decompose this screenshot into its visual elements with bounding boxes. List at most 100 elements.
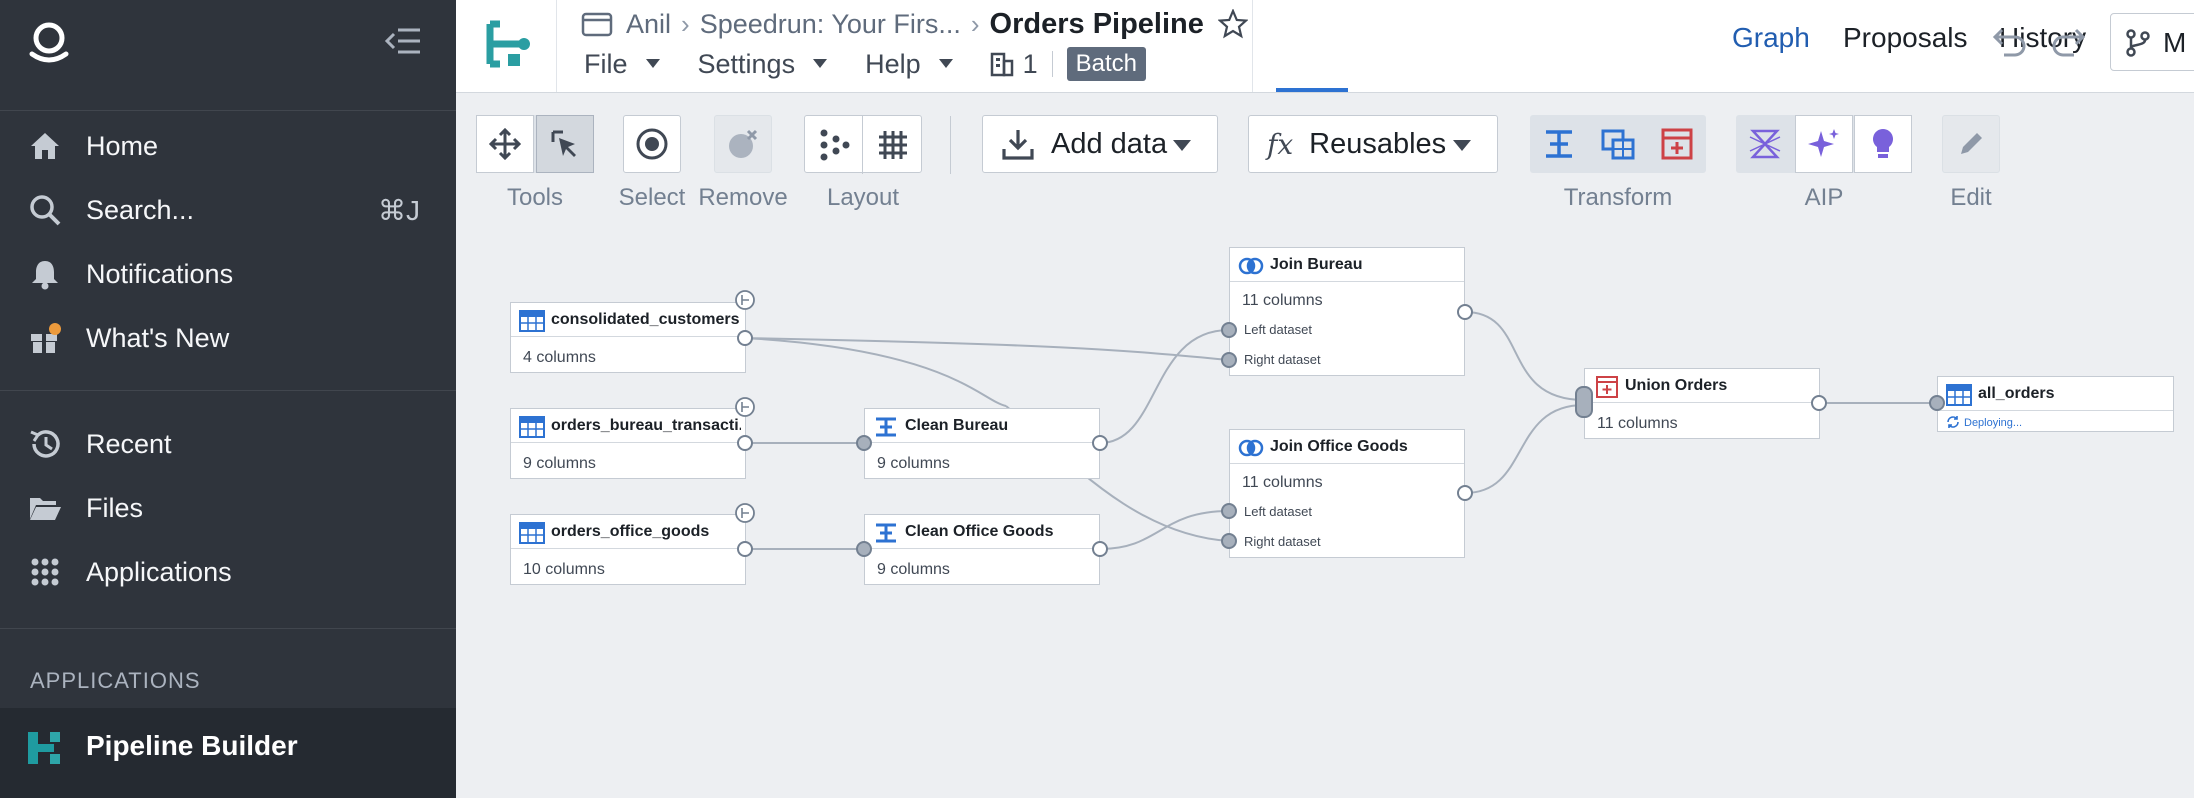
chevron-right-icon: › bbox=[681, 8, 690, 39]
output-node-all-orders[interactable]: all_orders Deploying... bbox=[1937, 376, 2174, 432]
app-header: Anil › Speedrun: Your Firs... › Orders P… bbox=[456, 0, 2194, 93]
caret-down-icon bbox=[1453, 140, 1471, 151]
join-node-join-bureau[interactable]: Join Bureau 11 columns Left dataset Righ… bbox=[1229, 247, 1465, 376]
join-node-join-office-goods[interactable]: Join Office Goods 11 columns Left datase… bbox=[1229, 429, 1465, 558]
target-icon bbox=[636, 128, 668, 160]
pan-tool-button[interactable] bbox=[476, 115, 534, 173]
dataset-table-icon bbox=[1946, 384, 1972, 406]
pipeline-builder-logo-icon[interactable] bbox=[478, 14, 538, 74]
dataset-table-icon bbox=[519, 310, 545, 332]
add-data-button[interactable]: Add data bbox=[982, 115, 1218, 173]
active-tab-indicator bbox=[1276, 88, 1348, 92]
undo-icon[interactable] bbox=[1990, 22, 2030, 62]
remove-button[interactable] bbox=[714, 115, 772, 173]
reusables-label: Reusables bbox=[1309, 127, 1447, 160]
sidebar-item-label: Applications bbox=[86, 556, 232, 587]
edit-button[interactable] bbox=[1942, 115, 2000, 173]
sidebar-divider bbox=[0, 390, 456, 391]
dataset-node-consolidated-customers[interactable]: consolidated_customers 4 columns bbox=[510, 302, 746, 373]
branch-button[interactable]: M bbox=[2110, 13, 2194, 71]
pencil-icon bbox=[1961, 133, 1982, 154]
node-header: Join Office Goods bbox=[1230, 430, 1464, 464]
batch-badge[interactable]: Batch bbox=[1066, 47, 1147, 81]
foundry-logo-icon[interactable] bbox=[28, 20, 70, 66]
menu-bar: File Settings Help 1 Batch bbox=[584, 46, 1147, 82]
transform-node-clean-office-goods[interactable]: Clean Office Goods 9 columns bbox=[864, 514, 1100, 585]
column-count: 11 columns bbox=[1242, 292, 1323, 309]
node-header: Clean Office Goods bbox=[865, 515, 1099, 549]
menu-file[interactable]: File bbox=[584, 49, 660, 80]
column-count: 11 columns bbox=[1242, 474, 1323, 491]
sidebar-item-applications[interactable]: Applications bbox=[0, 544, 456, 600]
sidebar-item-search[interactable]: Search... ⌘J bbox=[0, 182, 456, 238]
home-icon bbox=[28, 130, 62, 162]
dataset-node-orders-bureau[interactable]: orders_bureau_transacti... 9 columns bbox=[510, 408, 746, 479]
node-title: Join Bureau bbox=[1270, 256, 1363, 273]
transform-node-clean-bureau[interactable]: Clean Bureau 9 columns bbox=[864, 408, 1100, 479]
star-icon[interactable] bbox=[1217, 9, 1248, 39]
column-count: 9 columns bbox=[877, 561, 950, 578]
aip-group bbox=[1736, 115, 1912, 173]
header-divider bbox=[556, 0, 557, 92]
sidebar-item-whats-new[interactable]: What's New bbox=[0, 310, 456, 366]
download-icon bbox=[1002, 130, 1034, 160]
node-header: all_orders bbox=[1938, 377, 2173, 411]
breadcrumb-item[interactable]: Speedrun: Your Firs... bbox=[699, 8, 961, 39]
build-count[interactable]: 1 bbox=[989, 49, 1038, 80]
grid-icon bbox=[28, 556, 62, 588]
sidebar-item-label: Search... bbox=[86, 194, 195, 225]
sidebar-item-notifications[interactable]: Notifications bbox=[0, 246, 456, 302]
node-header: consolidated_customers bbox=[511, 303, 745, 337]
union-node-union-orders[interactable]: Union Orders 11 columns bbox=[1584, 368, 1820, 439]
building-icon bbox=[990, 52, 1013, 77]
join-button[interactable] bbox=[1589, 115, 1647, 173]
select-button[interactable] bbox=[623, 115, 681, 173]
node-title: Clean Office Goods bbox=[905, 523, 1054, 540]
redo-icon[interactable] bbox=[2048, 22, 2088, 62]
history-icon bbox=[28, 428, 62, 460]
union-button[interactable] bbox=[1648, 115, 1706, 173]
header-divider bbox=[1252, 0, 1253, 92]
column-count: 9 columns bbox=[877, 455, 950, 472]
tab-graph[interactable]: Graph bbox=[1732, 22, 1810, 53]
sidebar-item-recent[interactable]: Recent bbox=[0, 416, 456, 472]
sidebar-item-home[interactable]: Home bbox=[0, 118, 456, 174]
input-port-label: Left dataset bbox=[1244, 322, 1312, 337]
transform-button[interactable] bbox=[1530, 115, 1588, 173]
lightbulb-icon bbox=[1873, 129, 1893, 158]
collapse-sidebar-icon[interactable] bbox=[384, 24, 424, 58]
transform-icon bbox=[1546, 130, 1572, 158]
tab-proposals[interactable]: Proposals bbox=[1843, 22, 1968, 53]
search-icon bbox=[28, 194, 62, 226]
dataset-table-icon bbox=[519, 416, 545, 438]
aip-explain-button[interactable] bbox=[1854, 115, 1912, 173]
auto-layout-button[interactable] bbox=[805, 116, 863, 174]
caret-down-icon bbox=[1173, 140, 1191, 151]
git-branch-icon bbox=[2126, 29, 2150, 57]
menu-help[interactable]: Help bbox=[865, 49, 953, 80]
remove-label: Remove bbox=[698, 184, 788, 211]
transform-icon bbox=[876, 523, 896, 543]
sidebar-item-label: Home bbox=[86, 130, 159, 161]
sidebar-item-label: Recent bbox=[86, 428, 172, 459]
node-title: all_orders bbox=[1978, 385, 2055, 402]
select-cursor-icon bbox=[551, 130, 576, 157]
aip-generate-button[interactable] bbox=[1736, 115, 1794, 173]
edit-label: Edit bbox=[1950, 184, 1992, 211]
reusables-button[interactable]: fx Reusables bbox=[1248, 115, 1498, 173]
sidebar-item-label: Notifications bbox=[86, 258, 234, 289]
node-title: Clean Bureau bbox=[905, 417, 1009, 434]
sidebar-item-pipeline-builder[interactable]: Pipeline Builder bbox=[0, 708, 456, 798]
menu-label: Help bbox=[865, 48, 921, 79]
input-port-label: Right dataset bbox=[1244, 534, 1321, 549]
aip-assist-button[interactable] bbox=[1795, 115, 1853, 173]
grid-layout-button[interactable] bbox=[864, 116, 922, 174]
sidebar-section-title: APPLICATIONS bbox=[30, 668, 201, 693]
page-title[interactable]: Orders Pipeline bbox=[989, 7, 1204, 40]
sidebar-item-files[interactable]: Files bbox=[0, 480, 456, 536]
breadcrumb-item[interactable]: Anil bbox=[626, 8, 672, 39]
select-label: Select bbox=[618, 184, 686, 211]
menu-settings[interactable]: Settings bbox=[698, 49, 828, 80]
dataset-node-orders-office-goods[interactable]: orders_office_goods 10 columns bbox=[510, 514, 746, 585]
select-tool-button[interactable] bbox=[536, 115, 594, 173]
